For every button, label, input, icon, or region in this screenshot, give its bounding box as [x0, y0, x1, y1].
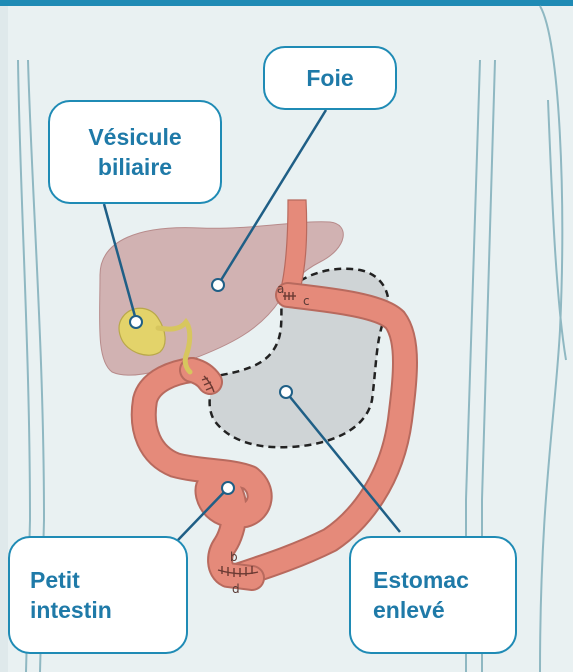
label-petit-line2: intestin: [30, 595, 112, 625]
label-foie: Foie: [263, 46, 397, 110]
marker-d: d: [232, 582, 240, 596]
top-border: [0, 0, 573, 6]
label-vesicule-line1: Vésicule: [88, 122, 181, 152]
label-vesicule-biliaire: Vésicule biliaire: [48, 100, 222, 204]
label-vesicule-line2: biliaire: [88, 152, 181, 182]
marker-a: a: [277, 282, 284, 296]
body-left-shade: [0, 6, 8, 672]
marker-c: c: [303, 294, 310, 308]
label-estomac-line1: Estomac: [373, 565, 469, 595]
label-petit-intestin: Petit intestin: [8, 536, 188, 654]
label-foie-text: Foie: [306, 63, 353, 93]
label-petit-line1: Petit: [30, 565, 112, 595]
label-estomac-line2: enlevé: [373, 595, 469, 625]
label-estomac-enleve: Estomac enlevé: [349, 536, 517, 654]
marker-b: b: [230, 550, 238, 564]
